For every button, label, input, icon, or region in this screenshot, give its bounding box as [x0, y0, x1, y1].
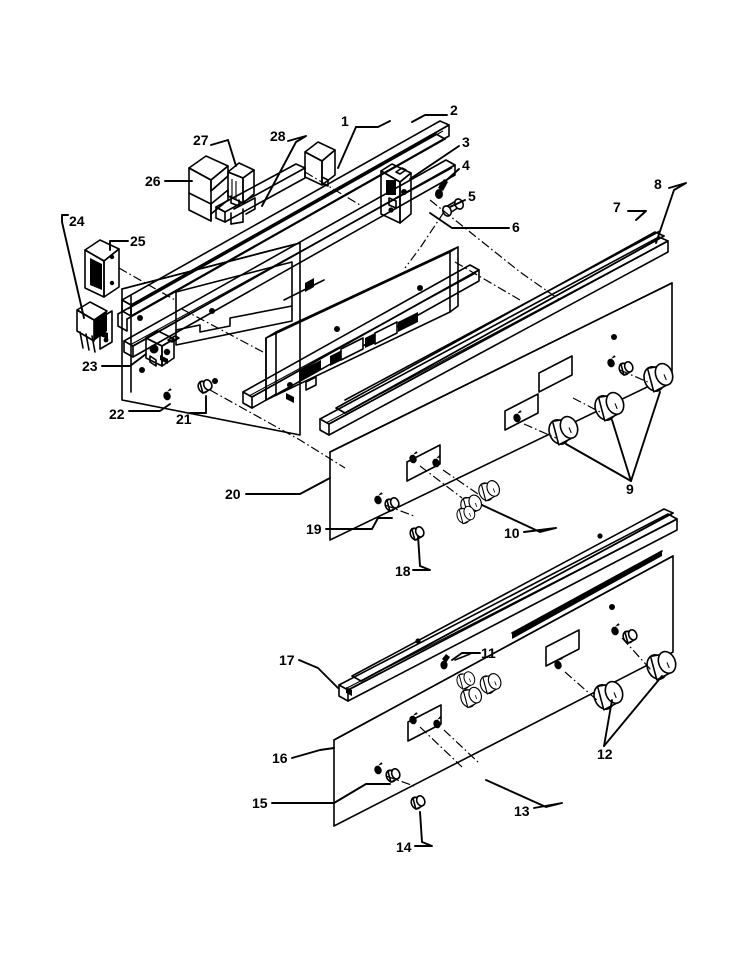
callout-14: 14 [396, 839, 412, 855]
axis-knob-d [572, 397, 601, 413]
axis-knob-a [419, 465, 463, 499]
callout-15: 15 [252, 795, 268, 811]
part-chassis-backplate [121, 242, 301, 436]
axis-knob-c [523, 423, 557, 439]
part-terminal-block [76, 301, 113, 353]
part-relay-block [304, 141, 336, 187]
part-upper-front-panel [319, 230, 673, 543]
part-transformer [84, 239, 120, 298]
callout-3: 3 [462, 134, 470, 150]
part-clip-11 [440, 654, 450, 670]
assembly-axis-board-right [454, 261, 521, 301]
part-lower-front-panel [333, 550, 674, 827]
part-shield-bracket [188, 155, 229, 222]
callout-22: 22 [109, 406, 125, 422]
axis-knob-h [564, 671, 599, 702]
assembly-axis-28 [304, 171, 361, 206]
callout-12: 12 [597, 746, 613, 762]
axis-knob-f [419, 726, 463, 768]
callout-24: 24 [69, 213, 85, 229]
axis-knob-b [442, 469, 479, 495]
callout-10: 10 [504, 525, 520, 541]
callout-25: 25 [130, 233, 146, 249]
callout-1: 1 [341, 113, 349, 129]
callout-numbers: 1 2 3 4 5 6 7 8 9 10 11 12 13 14 15 16 1… [69, 102, 662, 855]
callout-26: 26 [145, 173, 161, 189]
callout-7: 7 [613, 199, 621, 215]
assembly-axis-25 [118, 267, 176, 301]
callout-2: 2 [450, 102, 458, 118]
axis-bush-15 [385, 775, 415, 787]
callout-9: 9 [626, 481, 634, 497]
callout-5: 5 [468, 188, 476, 204]
assembly-axis-6 [429, 199, 561, 301]
callout-16: 16 [272, 750, 288, 766]
callout-13: 13 [514, 803, 530, 819]
callout-8: 8 [654, 176, 662, 192]
part-switch-assembly [145, 330, 180, 367]
callout-4: 4 [462, 157, 470, 173]
callout-11: 11 [481, 645, 496, 661]
callout-17: 17 [279, 652, 295, 668]
part-lower-rail [338, 508, 678, 702]
axis-knob-i [621, 637, 653, 672]
callout-6: 6 [512, 219, 520, 235]
axis-bush-19 [384, 504, 415, 517]
axis-knob-g [443, 729, 480, 764]
clip-tail [454, 653, 471, 661]
callout-19: 19 [306, 521, 322, 537]
callout-18: 18 [395, 563, 411, 579]
callout-leaders [61, 114, 687, 847]
callout-27: 27 [193, 132, 209, 148]
callout-28: 28 [270, 128, 286, 144]
callout-21: 21 [176, 411, 192, 427]
part-control-board [265, 246, 459, 403]
callout-20: 20 [225, 486, 241, 502]
callout-23: 23 [82, 358, 98, 374]
part-chassis-shelves [123, 159, 480, 409]
axis-knob-e [619, 369, 651, 384]
